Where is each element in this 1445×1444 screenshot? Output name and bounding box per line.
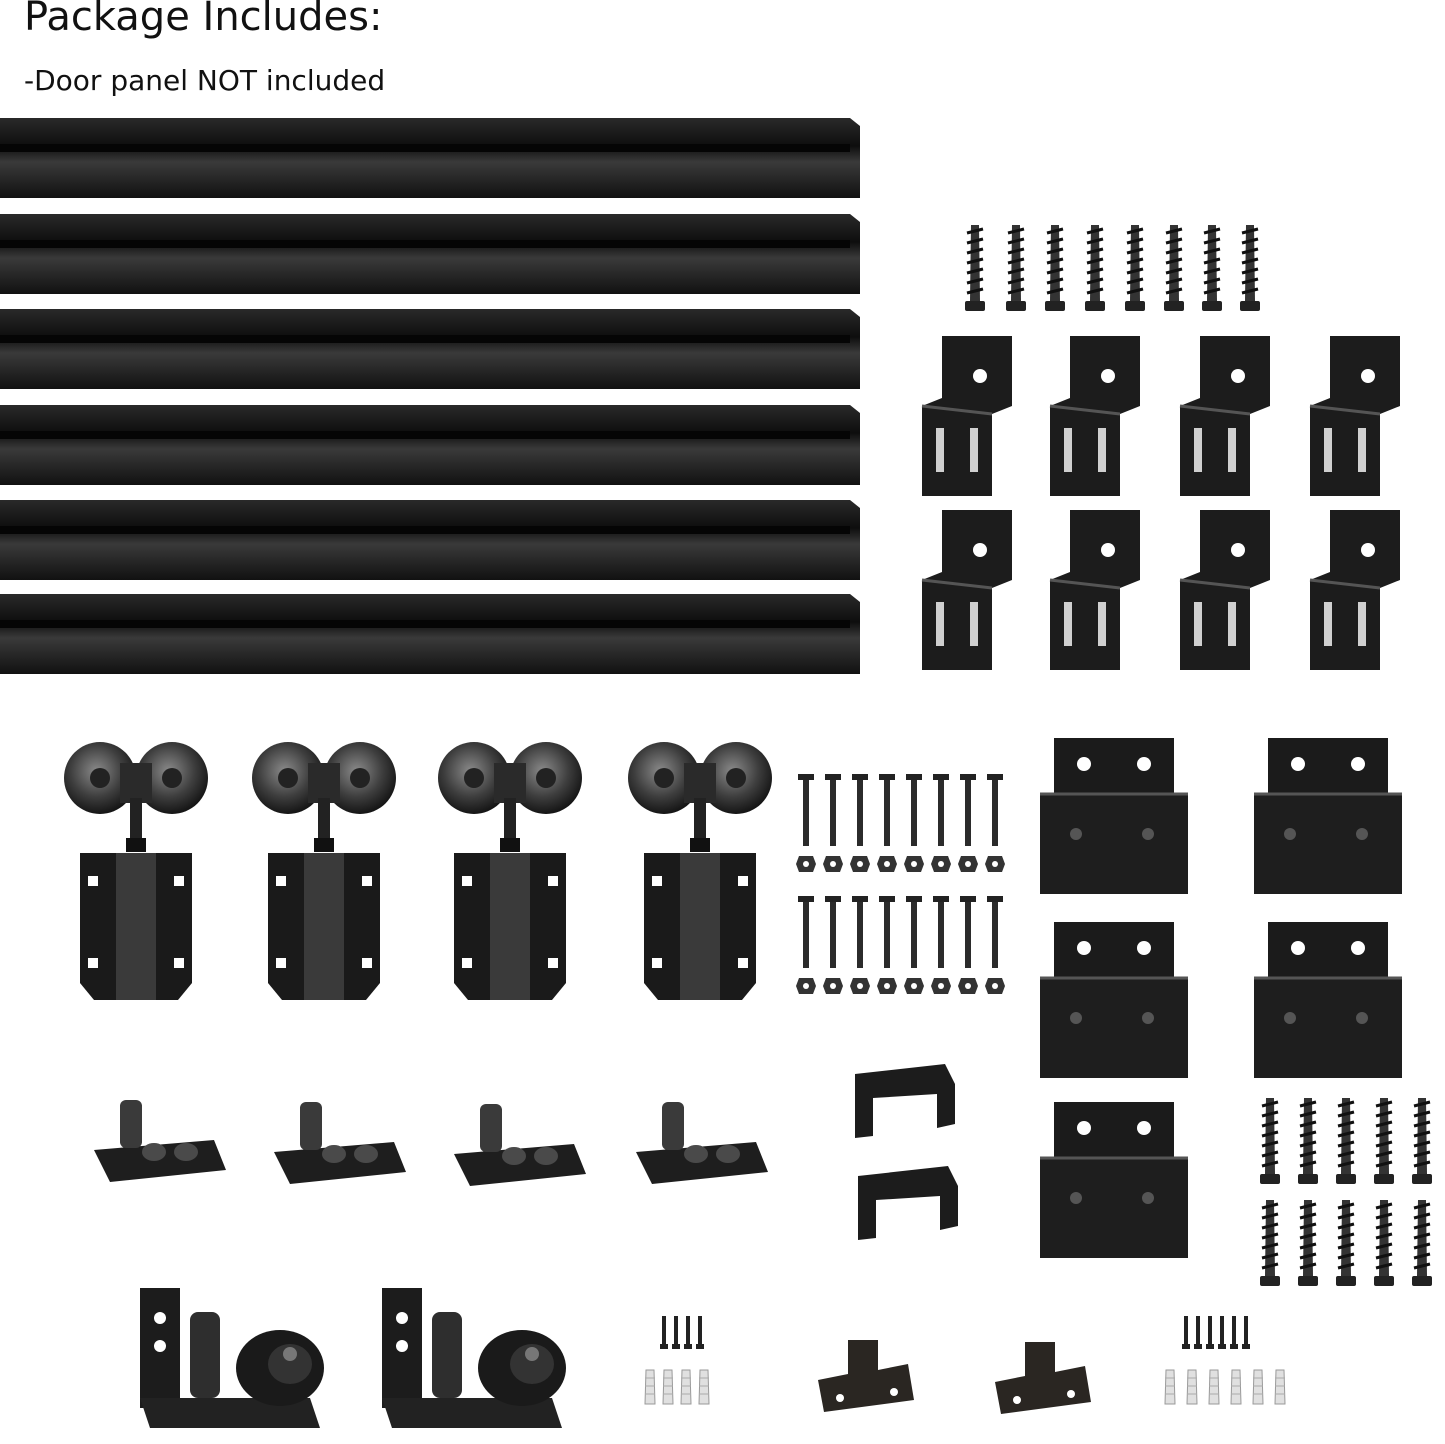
page-title: Package Includes: xyxy=(24,0,383,40)
rail-connectors xyxy=(920,334,1402,672)
screws-side xyxy=(1258,1096,1434,1288)
screws-anchors-right xyxy=(1164,1316,1286,1405)
bolts-nuts xyxy=(796,774,1005,994)
screws-top xyxy=(963,223,1262,313)
u-brackets xyxy=(855,1064,958,1240)
rails xyxy=(0,118,860,674)
adjustable-floor-guides xyxy=(140,1288,566,1428)
package-note: -Door panel NOT included xyxy=(24,64,386,97)
plastic-guides xyxy=(818,1340,1091,1414)
roller-hangers xyxy=(64,742,772,1000)
screws-anchors-left xyxy=(644,1316,710,1405)
floor-guides xyxy=(94,1100,768,1186)
